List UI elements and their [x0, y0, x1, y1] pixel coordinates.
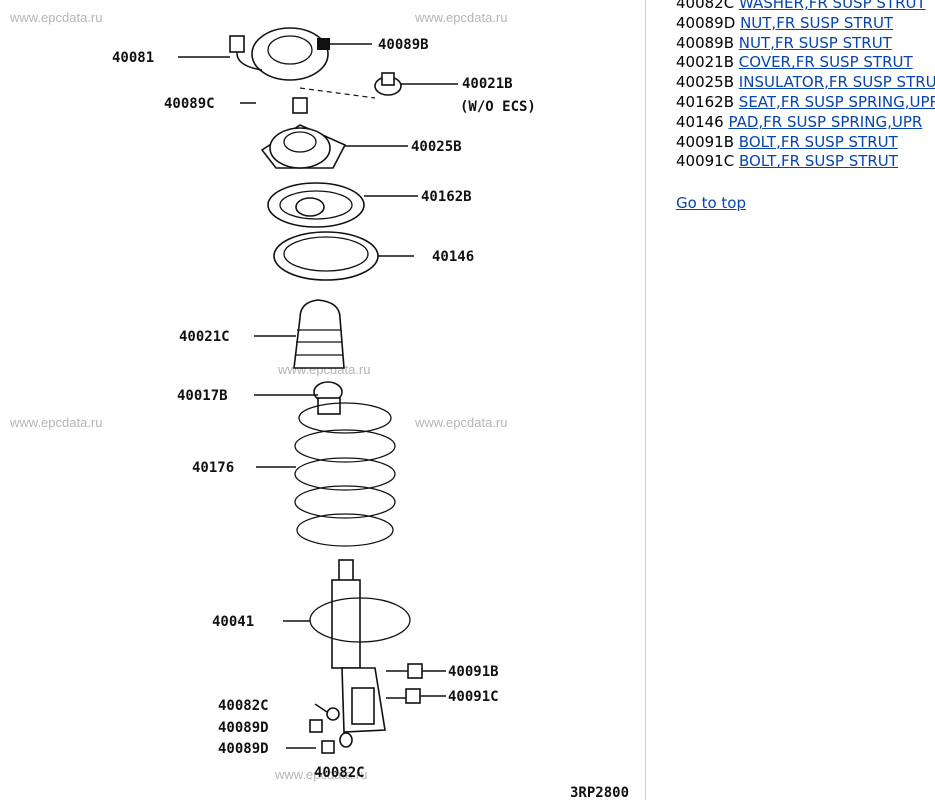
callout-40025B[interactable]: 40025B — [411, 139, 462, 155]
callout-40082C[interactable]: 40082C — [314, 765, 365, 781]
part-code: 40082C — [676, 0, 735, 12]
callout-40091C[interactable]: 40091C — [448, 689, 499, 705]
part-40089B-nut[interactable] — [317, 38, 330, 50]
part-40089C-nut[interactable] — [292, 97, 308, 114]
watermark: www.epcdata.ru — [414, 415, 508, 430]
part-40021C-bump-stop[interactable] — [293, 299, 345, 369]
part-row: 40162B SEAT,FR SUSP SPRING,UPR — [676, 93, 935, 113]
callout-40089D[interactable]: 40089D — [218, 741, 269, 757]
part-40021B-cover[interactable] — [374, 72, 402, 96]
part-code: 40162B — [676, 92, 735, 111]
part-link[interactable]: PAD,FR SUSP SPRING,UPR — [728, 112, 923, 131]
part-link[interactable]: BOLT,FR SUSP STRUT — [738, 152, 898, 171]
part-link[interactable]: NUT,FR SUSP STRUT — [740, 13, 894, 32]
callout-40162B[interactable]: 40162B — [421, 189, 472, 205]
part-code: 40091B — [676, 132, 735, 151]
part-40091B-bolt[interactable] — [386, 663, 423, 679]
exploded-parts-diagram: www.epcdata.ru www.epcdata.ru www.epcdat… — [9, 10, 629, 800]
callout-40021C[interactable]: 40021C — [179, 329, 230, 345]
part-row: 40021B COVER,FR SUSP STRUT — [676, 53, 935, 73]
part-code: 40025B — [676, 73, 735, 92]
watermark: www.epcdata.ru — [274, 767, 368, 782]
part-40081-cap[interactable] — [229, 27, 329, 81]
callout-wo-ecs: (W/O ECS) — [460, 99, 536, 115]
part-code: 40091C — [676, 152, 735, 171]
part-40041-strut[interactable] — [309, 559, 411, 733]
callout-40089D[interactable]: 40089D — [218, 720, 269, 736]
part-40017B-bumper[interactable] — [313, 381, 343, 415]
part-40082C-washer[interactable] — [326, 707, 340, 721]
vertical-divider — [645, 0, 646, 800]
watermark: www.epcdata.ru — [9, 10, 103, 25]
watermark: www.epcdata.ru — [9, 415, 103, 430]
leader-lines — [178, 43, 458, 749]
part-40089D-nut[interactable] — [309, 719, 323, 733]
callout-40017B[interactable]: 40017B — [177, 388, 228, 404]
callout-40021B[interactable]: 40021B — [462, 76, 513, 92]
part-code: 40021B — [676, 53, 735, 72]
callout-40089B[interactable]: 40089B — [378, 37, 429, 53]
drawing-code: 3RP2800 — [570, 785, 629, 800]
part-row: 40082C WASHER,FR SUSP STRUT — [676, 0, 935, 14]
callout-40089C[interactable]: 40089C — [164, 96, 215, 112]
parts-list: 40082C WASHER,FR SUSP STRUT 40089D NUT,F… — [676, 0, 935, 172]
part-code: 40089D — [676, 13, 736, 32]
part-40089D-nut[interactable] — [321, 740, 335, 754]
part-link[interactable]: WASHER,FR SUSP STRUT — [738, 0, 926, 12]
part-40146-pad[interactable] — [273, 231, 379, 281]
go-to-top-link[interactable]: Go to top — [676, 194, 746, 212]
callout-40081[interactable]: 40081 — [112, 50, 154, 66]
part-code: 40146 — [676, 112, 724, 131]
part-link[interactable]: COVER,FR SUSP STRUT — [738, 53, 913, 72]
part-row: 40025B INSULATOR,FR SUSP STRUT — [676, 73, 935, 93]
part-link[interactable]: NUT,FR SUSP STRUT — [738, 33, 892, 52]
part-row: 40091C BOLT,FR SUSP STRUT — [676, 152, 935, 172]
part-40025B-insulator[interactable] — [260, 124, 347, 169]
part-40082C-washer[interactable] — [339, 732, 353, 748]
part-row: 40091B BOLT,FR SUSP STRUT — [676, 133, 935, 153]
part-40162B-spring-seat[interactable] — [267, 182, 365, 228]
callout-40091B[interactable]: 40091B — [448, 664, 499, 680]
part-40091C-bolt[interactable] — [386, 688, 421, 704]
dashed-leader — [299, 87, 376, 99]
part-row: 40089B NUT,FR SUSP STRUT — [676, 34, 935, 54]
part-40176-coil-spring[interactable] — [294, 402, 396, 547]
part-link[interactable]: SEAT,FR SUSP SPRING,UPR — [738, 92, 935, 111]
callout-40146[interactable]: 40146 — [432, 249, 474, 265]
part-row: 40089D NUT,FR SUSP STRUT — [676, 14, 935, 34]
part-code: 40089B — [676, 33, 735, 52]
callout-40176[interactable]: 40176 — [192, 460, 234, 476]
part-link[interactable]: BOLT,FR SUSP STRUT — [738, 132, 898, 151]
callout-40082C[interactable]: 40082C — [218, 698, 269, 714]
callout-40041[interactable]: 40041 — [212, 614, 254, 630]
part-link[interactable]: INSULATOR,FR SUSP STRUT — [738, 73, 935, 92]
watermark: www.epcdata.ru — [414, 10, 508, 25]
part-row: 40146 PAD,FR SUSP SPRING,UPR — [676, 113, 935, 133]
